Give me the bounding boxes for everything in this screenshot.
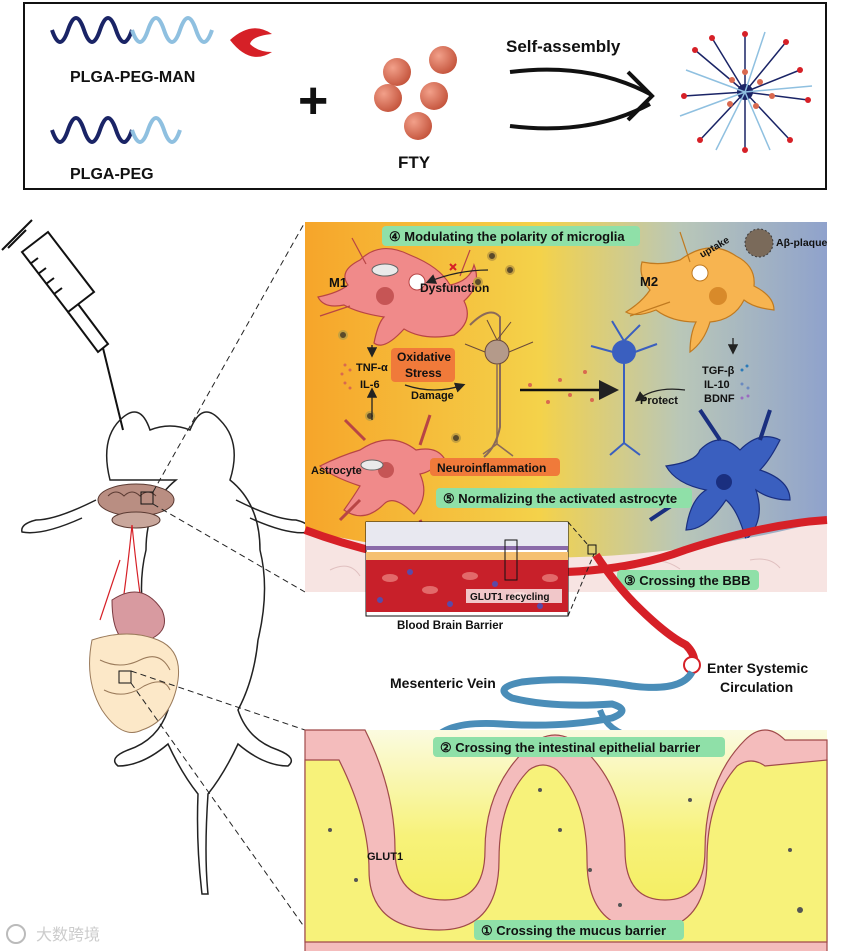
polymer-man-icon — [50, 16, 272, 57]
protect-arrow-icon — [634, 388, 686, 402]
m1-label: M1 — [329, 275, 347, 290]
step5-badge: ⑤ Normalizing the activated astrocyte — [436, 488, 692, 508]
step2-badge: ② Crossing the intestinal epithelial bar… — [433, 737, 725, 757]
watermark-logo-icon: 大数跨境 — [6, 924, 100, 944]
m2-vesicle-icon — [691, 264, 709, 282]
cytokine-dots-icon — [340, 363, 594, 404]
astrocyte-mitochondria-icon — [360, 459, 384, 471]
plus-sign: + — [298, 72, 328, 130]
step2-label: ② Crossing the intestinal epithelial bar… — [440, 740, 700, 755]
protect-label: Protect — [640, 395, 678, 407]
abeta-plaque-icon — [744, 228, 774, 258]
mouse-gut-icon — [89, 591, 180, 733]
oxidative-stress-badge: Oxidative Stress — [391, 348, 455, 382]
il10-label: IL-10 — [704, 379, 730, 391]
mesenteric-vein-label: Mesenteric Vein — [390, 675, 496, 691]
damaged-neuron-icon — [464, 311, 534, 458]
mitochondria-icon — [371, 263, 426, 291]
dysfunction-arrow-icon — [425, 263, 489, 284]
glut1-recycling-label: GLUT1 recycling — [470, 592, 549, 603]
step1-label: ① Crossing the mucus barrier — [481, 923, 666, 938]
nanoparticle-micelle-icon — [679, 31, 813, 153]
oxidative-label: Oxidative — [397, 350, 451, 364]
resting-astrocyte-nucleus-icon — [716, 474, 732, 490]
polymer1-label: PLGA-PEG-MAN — [70, 69, 195, 86]
astrocyte-label: Astrocyte — [311, 465, 362, 477]
circulation-label: Circulation — [720, 679, 793, 695]
enter-systemic-label: Enter Systemic — [707, 660, 808, 676]
m2-nucleus-icon — [709, 287, 727, 305]
step3-label: ③ Crossing the BBB — [624, 573, 751, 588]
m1-microglia-icon — [317, 237, 477, 346]
step1-badge: ① Crossing the mucus barrier — [474, 920, 684, 940]
syringe-icon — [1, 219, 124, 431]
neuroinflammation-badge: Neuroinflammation — [430, 458, 560, 476]
fty-drug-icon — [374, 46, 457, 140]
self-assembly-arrow-icon — [509, 67, 655, 131]
bdnf-label: BDNF — [704, 393, 735, 405]
m2-microglia-icon — [624, 231, 775, 354]
abeta-label: Aβ-plaque — [776, 237, 827, 249]
process-label: Self-assembly — [506, 37, 621, 56]
glut1-label: GLUT1 — [367, 851, 403, 863]
nanoparticle-scatter-icon — [328, 788, 803, 913]
dysfunction-label: Dysfunction — [420, 281, 489, 295]
drug-label: FTY — [398, 153, 431, 172]
tgf-label: TGF-β — [702, 365, 735, 377]
bbb-label: Blood Brain Barrier — [397, 620, 504, 632]
damage-arrow-icon — [404, 382, 466, 393]
bbb-marker — [587, 544, 597, 555]
m1-nucleus-icon — [376, 287, 394, 305]
mouse-brain-icon — [97, 483, 175, 529]
anti-inflammatory-dots-icon — [740, 364, 750, 400]
polymer-icon — [50, 116, 182, 144]
healthy-neuron-icon — [590, 320, 658, 456]
activated-astrocyte-icon — [318, 414, 445, 541]
step4-label: ④ Modulating the polarity of microglia — [389, 229, 625, 244]
bbb-inset: GLUT1 recycling — [365, 521, 569, 617]
il6-label: IL-6 — [360, 379, 380, 391]
stress-label: Stress — [405, 366, 442, 380]
tnf-label: TNF-α — [356, 362, 388, 374]
step4-badge: ④ Modulating the polarity of microglia — [382, 226, 640, 246]
step3-badge: ③ Crossing the BBB — [617, 570, 759, 590]
damage-label: Damage — [411, 390, 454, 402]
bbb-zoom-lines — [567, 521, 595, 617]
watermark-text: 大数跨境 — [36, 925, 100, 944]
zoom-lines — [130, 221, 306, 929]
neuroinflammation-label: Neuroinflammation — [437, 461, 546, 475]
m2-label: M2 — [640, 274, 658, 289]
step5-label: ⑤ Normalizing the activated astrocyte — [443, 491, 677, 506]
polymer2-label: PLGA-PEG — [70, 166, 154, 183]
